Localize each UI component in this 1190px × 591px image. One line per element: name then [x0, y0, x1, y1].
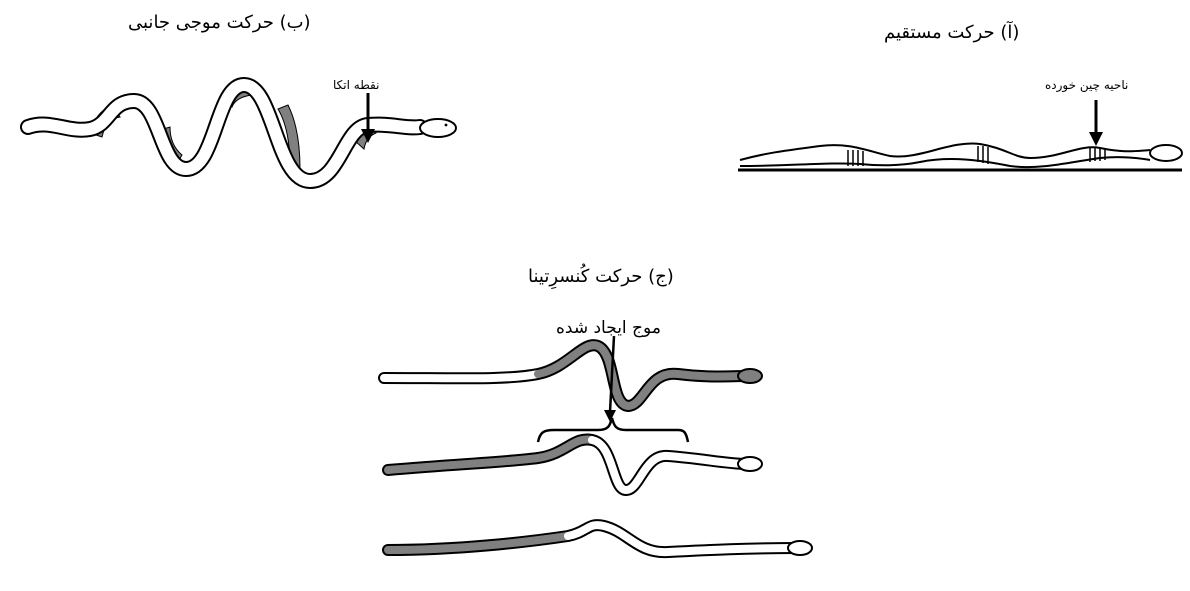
wave-arrow [604, 410, 616, 422]
lateral-undulation-title: (ب) حرکت موجی جانبی [128, 12, 311, 33]
snake-2 [388, 439, 762, 490]
rectilinear-figure [730, 100, 1190, 190]
concertina-title: (ج) حرکت کُنسرِتینا [528, 266, 674, 287]
snake-body-fill [28, 85, 420, 181]
snake-1 [384, 345, 762, 406]
snake-body-top [740, 143, 1150, 160]
rectilinear-title: (آ) حرکت مستقیم [884, 22, 1019, 43]
snake-head [1150, 145, 1182, 161]
lateral-undulation-figure [10, 45, 480, 205]
snake-head [420, 119, 456, 137]
concertina-figure [378, 340, 838, 590]
snake-3 [388, 525, 812, 555]
fold-arrow [1089, 132, 1103, 146]
folded-region-label: ناحیه چین خورده [1045, 78, 1128, 92]
created-wave-label: موج ایجاد شده [556, 318, 661, 338]
snake-body-bottom [740, 157, 1150, 167]
wave-brace [538, 418, 688, 442]
